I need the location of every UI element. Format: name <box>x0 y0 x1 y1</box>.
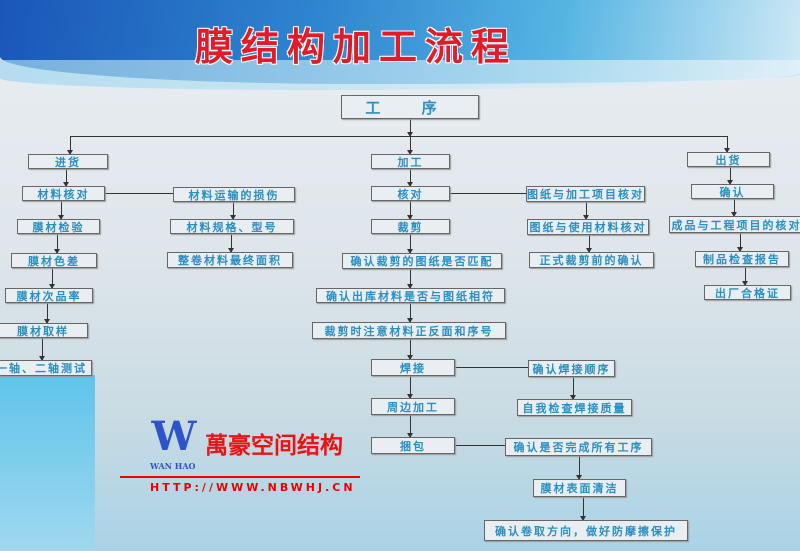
node-left-branch: 材料运输的损伤 <box>173 187 295 202</box>
node-right-step: 出厂合格证 <box>704 285 791 300</box>
watermark-logo: W <box>151 413 197 460</box>
connector <box>53 234 61 254</box>
connector <box>406 200 414 220</box>
connector <box>406 268 414 289</box>
node-left-step: 膜材取样 <box>0 323 88 338</box>
connector <box>62 168 70 187</box>
node-left-step: 材料核对 <box>22 186 105 201</box>
node-center-step: 确认裁剪的图纸是否匹配 <box>342 253 502 269</box>
connector <box>105 193 173 195</box>
node-left-step: 膜材色差 <box>11 253 97 268</box>
node-pack-branch: 膜材表面清洁 <box>533 479 626 497</box>
node-pack-branch: 确认焊接顺序 <box>528 360 615 377</box>
node-left-step: 膜材检验 <box>17 219 100 234</box>
connector <box>726 166 734 185</box>
connector <box>579 496 587 521</box>
connector <box>406 302 414 323</box>
connector <box>736 232 744 252</box>
connector <box>227 233 235 253</box>
connector <box>57 200 65 220</box>
connector <box>70 136 728 138</box>
node-pack-branch: 确认卷取方向，做好防摩擦保护 <box>484 520 688 541</box>
root-node: 工 序 <box>341 95 479 119</box>
watermark-url: HTTP://WWW.NBWHJ.CN <box>150 481 356 494</box>
connector <box>569 376 577 400</box>
connector <box>48 267 56 289</box>
watermark-line <box>120 476 360 478</box>
node-right-step: 成品与工程项目的核对 <box>669 216 800 233</box>
connector <box>730 198 738 217</box>
connector <box>455 367 528 369</box>
node-incoming: 进货 <box>28 154 108 169</box>
node-center-step: 捆包 <box>371 437 455 454</box>
connector <box>723 136 731 153</box>
connector <box>406 136 414 155</box>
connector <box>229 201 237 220</box>
node-right-step: 制品检查报告 <box>695 251 789 267</box>
node-check-branch: 正式裁剪前的确认 <box>529 252 654 268</box>
node-shipping: 出货 <box>687 152 770 167</box>
node-center-step: 焊接 <box>371 359 455 376</box>
node-left-branch: 材料规格、型号 <box>170 219 294 234</box>
connector <box>585 234 593 253</box>
page-title: 膜结构加工流程 <box>195 25 518 69</box>
node-left-step: 一轴、二轴测试 <box>0 360 92 376</box>
node-center-step: 裁剪时注意材料正反面和序号 <box>312 322 506 339</box>
connector <box>406 375 414 399</box>
decorative-panel <box>0 375 95 551</box>
node-center-step: 裁剪 <box>371 219 450 234</box>
connector <box>406 338 414 360</box>
connector <box>582 201 590 220</box>
connector <box>406 414 414 438</box>
node-left-branch: 整卷材料最终面积 <box>167 252 293 268</box>
connector <box>455 445 505 447</box>
node-left-step: 膜材次品率 <box>5 288 93 303</box>
connector <box>38 337 46 361</box>
connector <box>406 168 414 187</box>
node-center-step: 确认出库材料是否与图纸相符 <box>316 288 505 303</box>
node-pack-branch: 自我检查焊接质量 <box>517 399 632 416</box>
node-check-branch: 图纸与使用材料核对 <box>527 219 649 235</box>
node-check-branch: 图纸与加工项目核对 <box>526 186 645 202</box>
node-processing: 加工 <box>371 154 450 169</box>
node-center-step: 周边加工 <box>371 398 455 415</box>
connector <box>450 193 526 195</box>
node-right-step: 确认 <box>691 184 774 199</box>
connector <box>575 455 583 480</box>
watermark-name: 萬豪空间结构 <box>205 433 343 459</box>
connector <box>66 136 74 155</box>
connector <box>741 266 749 286</box>
watermark-logo-text: WAN HAO <box>150 461 196 471</box>
node-pack-branch: 确认是否完成所有工序 <box>505 438 652 456</box>
connector <box>406 118 414 137</box>
node-center-step: 核对 <box>371 186 450 201</box>
connector <box>43 302 51 324</box>
connector <box>406 233 414 254</box>
